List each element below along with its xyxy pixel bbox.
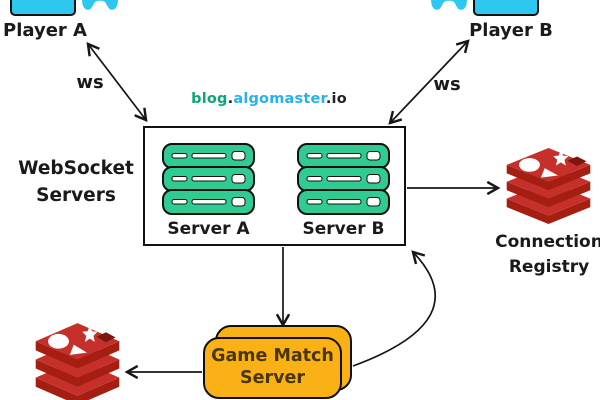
player-b-label: Player B — [469, 20, 553, 41]
connection-registry-label: Connection Registry — [495, 232, 600, 277]
player-a-monitor-icon — [10, 0, 76, 16]
connection-registry-redis-icon — [506, 148, 591, 224]
brand-algomaster: algomaster — [233, 91, 326, 107]
websocket-servers-title: WebSocket Servers — [18, 158, 134, 206]
game-match-server-label-line2: Server — [239, 368, 305, 388]
match-callback-arrow — [352, 250, 437, 367]
brand-io: io — [331, 91, 347, 107]
server-b-stack-icon — [297, 143, 390, 215]
server-a-stack-icon — [162, 143, 255, 215]
brand-watermark: blog.algomaster.io — [191, 91, 347, 107]
player-a-label: Player A — [3, 20, 87, 41]
server-a-label: Server A — [167, 219, 250, 239]
ws-edge-label-a: ws — [76, 72, 104, 93]
websocket-servers-box: Server A Server B — [143, 126, 406, 246]
brand-blog: blog — [191, 91, 228, 107]
game-match-server-label-line1: Game Match — [211, 346, 334, 367]
server-b-label: Server B — [302, 219, 385, 239]
player-a-gamepad-icon — [82, 0, 118, 10]
player-b-gamepad-icon — [431, 0, 467, 10]
match-store-redis-icon — [35, 323, 120, 400]
game-match-server-node: Game Match Server — [203, 337, 342, 399]
ws-edge-label-b: ws — [433, 74, 461, 95]
player-b-monitor-icon — [473, 0, 539, 16]
